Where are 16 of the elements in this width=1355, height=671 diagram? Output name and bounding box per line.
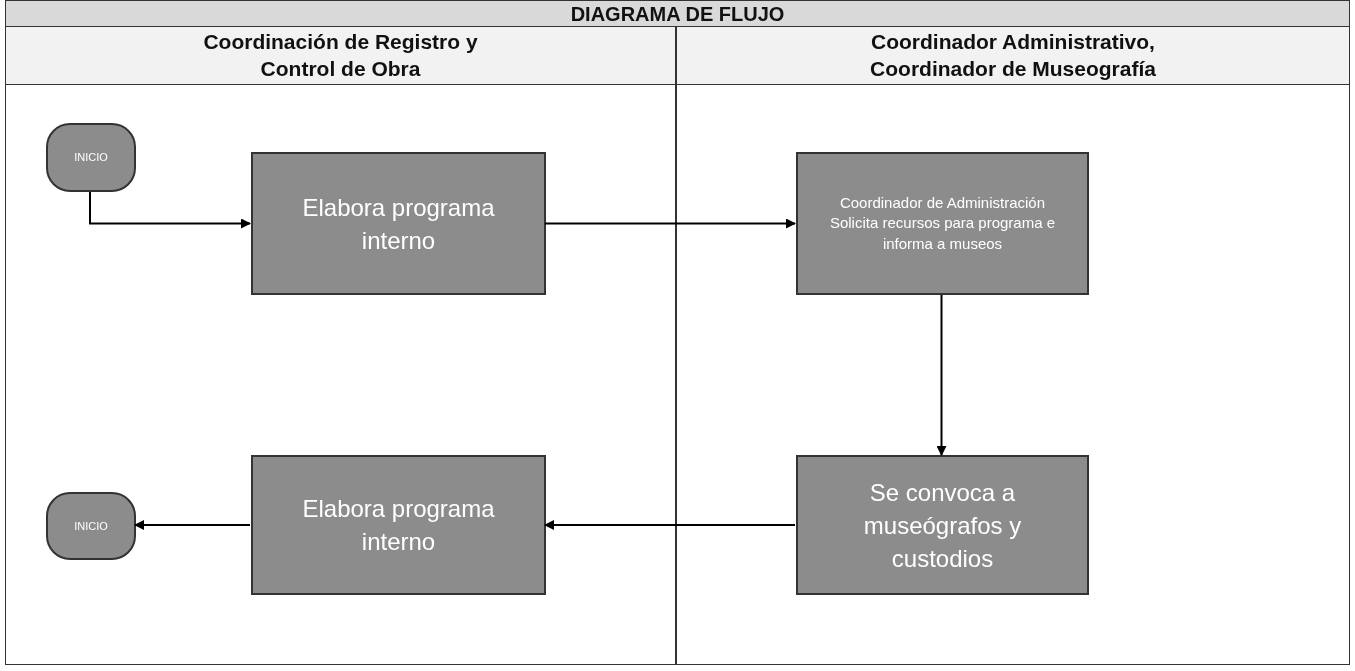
terminator-shape: INICIO	[46, 492, 136, 560]
swimlane	[676, 27, 1350, 665]
lane-header: Coordinador Administrativo, Coordinador de Museografía	[677, 27, 1349, 85]
process-box: Coordinador de Administración Solicita recursos para programa e informa a museos	[796, 152, 1089, 295]
arrow	[89, 191, 251, 229]
process-box: Elabora programa interno	[251, 455, 546, 595]
swimlane	[5, 27, 676, 665]
arrow	[936, 294, 947, 456]
arrow	[544, 520, 796, 530]
process-box: Se convoca a museógrafos y custodios	[796, 455, 1089, 595]
arrow	[544, 218, 796, 229]
arrow	[134, 520, 251, 530]
terminator-shape: INICIO	[46, 123, 136, 192]
process-box: Elabora programa interno	[251, 152, 546, 295]
lane-header: Coordinación de Registro y Control de Obra	[6, 27, 675, 85]
title-bar: DIAGRAMA DE FLUJO	[5, 0, 1350, 27]
